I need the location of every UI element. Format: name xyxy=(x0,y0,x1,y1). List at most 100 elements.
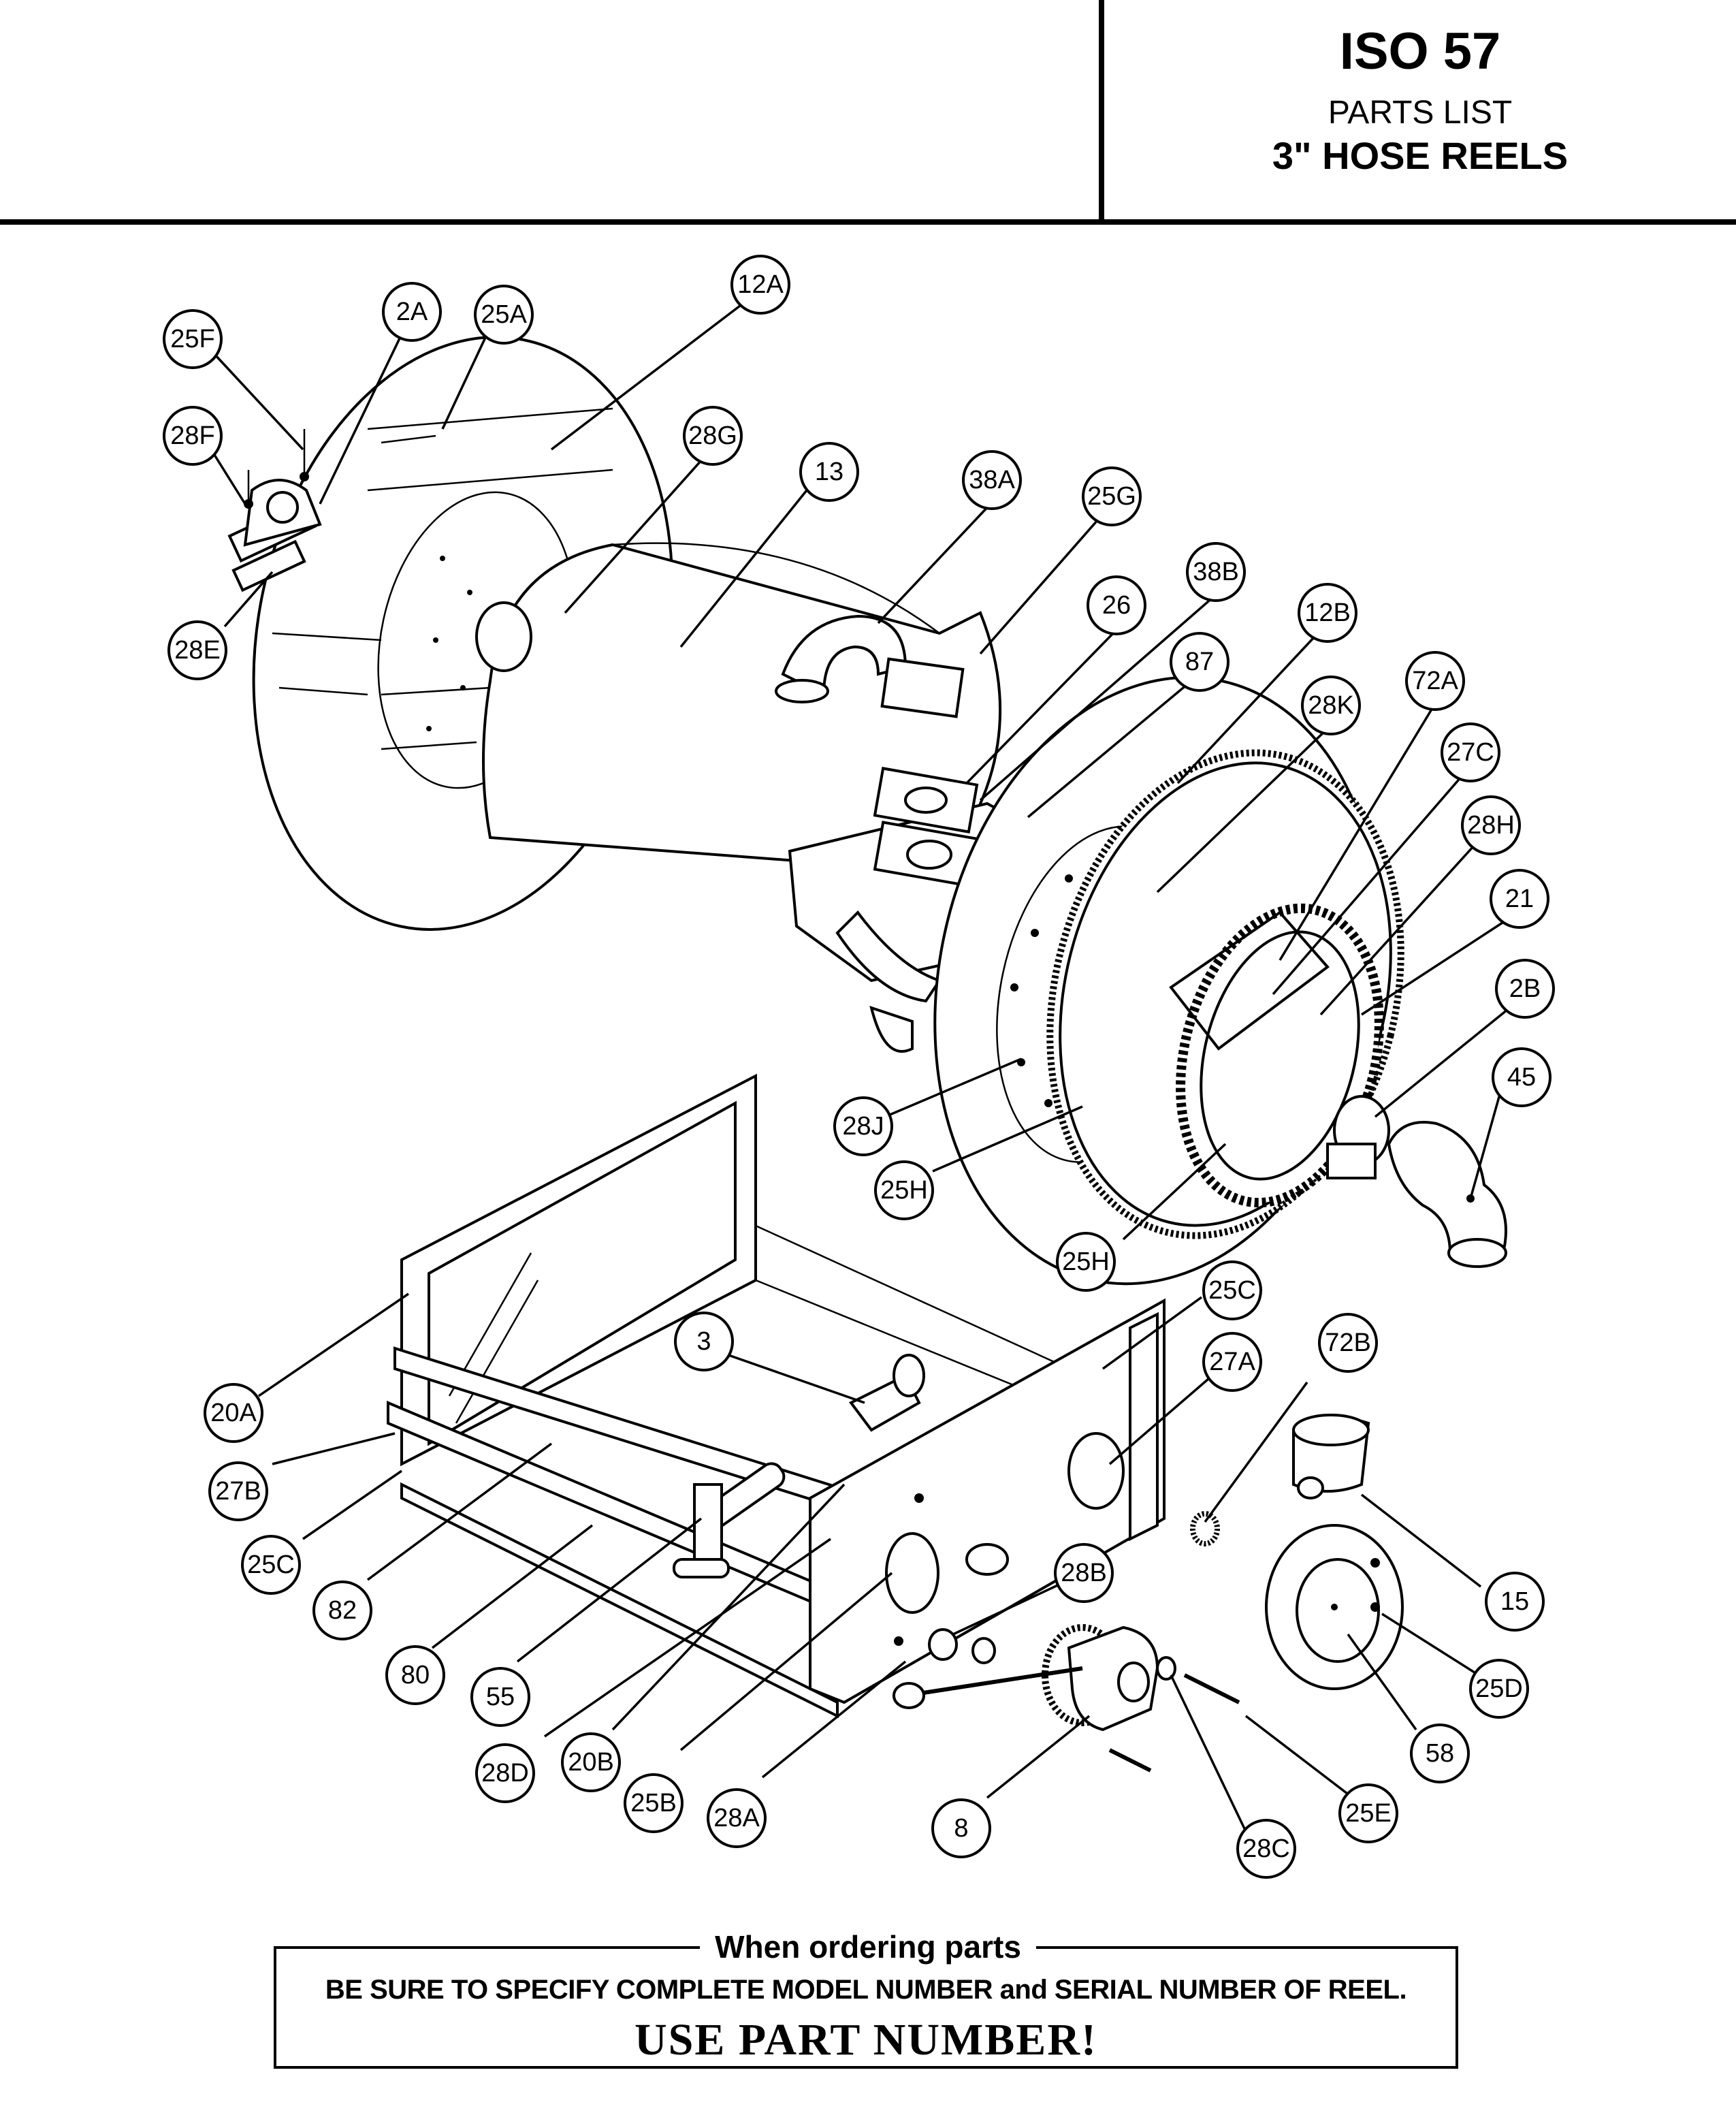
callout-label: 25A xyxy=(481,300,527,329)
callout-55: 55 xyxy=(470,1667,530,1727)
left-hub-flange xyxy=(475,601,532,672)
callout-label: 25D xyxy=(1475,1674,1523,1703)
callout-label: 2B xyxy=(1509,974,1541,1003)
callout-20B: 20B xyxy=(561,1732,621,1792)
callout-label: 15 xyxy=(1500,1587,1529,1616)
callout-label: 27A xyxy=(1209,1348,1255,1376)
callout-82: 82 xyxy=(312,1580,372,1640)
callout-label: 72B xyxy=(1325,1329,1371,1357)
callout-label: 55 xyxy=(486,1683,515,1711)
elbow-flange xyxy=(880,657,965,718)
callout-label: 25F xyxy=(170,325,214,353)
callout-label: 45 xyxy=(1507,1063,1536,1092)
callout-label: 25H xyxy=(1062,1248,1110,1276)
callout-45: 45 xyxy=(1492,1047,1552,1107)
callout-label: 13 xyxy=(815,458,843,486)
ordering-heading: When ordering parts xyxy=(0,1928,1736,1965)
callout-label: 20B xyxy=(568,1748,614,1777)
callout-label: 28H xyxy=(1467,811,1515,840)
callout-28G: 28G xyxy=(683,406,743,466)
callout-28J: 28J xyxy=(833,1096,893,1156)
callout-72B: 72B xyxy=(1318,1313,1378,1373)
callout-87: 87 xyxy=(1170,632,1229,692)
callout-26: 26 xyxy=(1087,575,1146,635)
callout-label: 82 xyxy=(328,1596,357,1625)
callout-28E: 28E xyxy=(167,620,227,680)
callout-label: 28B xyxy=(1061,1559,1107,1587)
callout-21: 21 xyxy=(1490,869,1549,929)
header-divider xyxy=(1099,0,1104,222)
callout-27B: 27B xyxy=(208,1461,268,1521)
callout-20A: 20A xyxy=(204,1383,263,1443)
callout-27A: 27A xyxy=(1202,1332,1262,1392)
callout-27C: 27C xyxy=(1441,722,1500,782)
callout-label: 26 xyxy=(1102,591,1131,620)
callout-label: 3 xyxy=(696,1327,711,1356)
callout-13: 13 xyxy=(799,442,859,502)
callout-12B: 12B xyxy=(1298,583,1357,643)
callout-label: 12A xyxy=(737,270,784,299)
callout-25G: 25G xyxy=(1082,466,1142,526)
callout-label: 28A xyxy=(713,1804,760,1832)
callout-label: 38B xyxy=(1193,558,1239,586)
callout-25C-frame: 25C xyxy=(1202,1260,1262,1320)
callout-label: 27C xyxy=(1447,738,1494,767)
callout-28A: 28A xyxy=(707,1788,767,1848)
callout-label: 25C xyxy=(247,1551,295,1579)
callout-72A: 72A xyxy=(1405,651,1465,711)
callout-28C: 28C xyxy=(1236,1819,1296,1879)
callout-label: 28D xyxy=(481,1759,529,1788)
callout-25A: 25A xyxy=(474,285,534,345)
callout-label: 28K xyxy=(1308,691,1354,720)
callout-label: 25B xyxy=(630,1789,677,1817)
callout-label: 28C xyxy=(1242,1834,1290,1863)
callout-label: 27B xyxy=(215,1477,261,1506)
callout-38A: 38A xyxy=(962,450,1022,510)
document-subtitle: PARTS LIST xyxy=(1328,95,1513,131)
callout-label: 28F xyxy=(170,422,214,450)
callout-label: 12B xyxy=(1304,599,1351,627)
callout-label: 25H xyxy=(880,1176,928,1205)
callout-label: 8 xyxy=(954,1814,968,1843)
sprocket-72B xyxy=(1190,1511,1220,1546)
callout-label: 38A xyxy=(969,466,1015,494)
callout-28D: 28D xyxy=(475,1743,535,1803)
frame-drawing xyxy=(387,1073,1166,1719)
callout-label: 25E xyxy=(1345,1799,1392,1828)
callout-15: 15 xyxy=(1485,1572,1545,1632)
document-title: ISO 57 xyxy=(1339,22,1501,80)
drive-drawing xyxy=(893,1414,1404,1773)
callout-label: 58 xyxy=(1426,1739,1454,1768)
callout-25D: 25D xyxy=(1469,1659,1529,1719)
header-rule xyxy=(0,219,1736,225)
callout-label: 25C xyxy=(1208,1276,1256,1305)
callout-label: 21 xyxy=(1505,885,1534,913)
callout-2A: 2A xyxy=(382,282,442,342)
callout-38B: 38B xyxy=(1186,542,1246,602)
ordering-heading-text: When ordering parts xyxy=(700,1929,1036,1965)
callout-label: 25G xyxy=(1087,482,1136,511)
callout-12A: 12A xyxy=(730,255,790,315)
ordering-emphasis: USE PART NUMBER! xyxy=(634,2015,1097,2065)
callout-25F: 25F xyxy=(163,309,223,369)
callout-label: 2A xyxy=(396,298,428,326)
callout-25H-gear: 25H xyxy=(1056,1232,1116,1292)
callout-8: 8 xyxy=(931,1798,991,1858)
reel-drawing xyxy=(252,336,1507,1286)
callout-28F: 28F xyxy=(163,406,223,466)
callout-2B: 2B xyxy=(1495,959,1555,1019)
callout-28K: 28K xyxy=(1301,676,1361,735)
callout-25H-flange: 25H xyxy=(874,1160,934,1220)
callout-label: 72A xyxy=(1412,667,1458,695)
callout-3: 3 xyxy=(674,1312,734,1371)
inlet-elbow xyxy=(1387,1121,1507,1255)
exploded-parts-diagram: 12A 2A 25A 25F 28F 28G 13 38A 25G 38B 26… xyxy=(163,255,1555,1879)
callout-28H: 28H xyxy=(1461,795,1521,855)
callout-25E: 25E xyxy=(1338,1783,1398,1843)
callout-label: 28E xyxy=(174,636,221,665)
callout-label: 87 xyxy=(1185,648,1214,676)
callout-label: 28G xyxy=(688,422,737,450)
callout-25C-rail: 25C xyxy=(241,1535,301,1595)
callout-label: 80 xyxy=(401,1661,430,1689)
callout-58: 58 xyxy=(1410,1723,1470,1783)
